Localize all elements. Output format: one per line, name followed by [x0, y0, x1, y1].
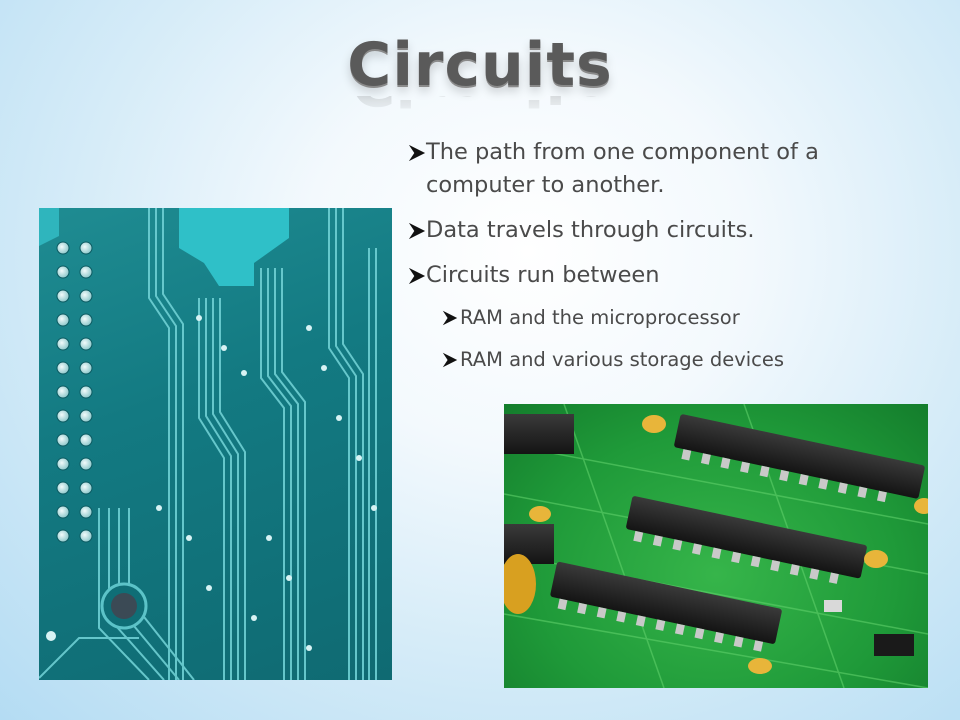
arrow-bullet-icon	[408, 144, 426, 162]
arrow-bullet-icon	[408, 267, 426, 285]
green-circuit-board-photo	[504, 404, 928, 688]
bullet-text: The path from one component of a compute…	[426, 139, 819, 198]
sub-bullet-text: RAM and the microprocessor	[460, 306, 740, 329]
bullet-text: Circuits run between	[426, 262, 660, 288]
arrow-bullet-icon	[408, 222, 426, 240]
sub-bullet-item: RAM and the microprocessor	[442, 304, 928, 332]
sub-bullet-item: RAM and various storage devices	[442, 346, 928, 374]
green-circuit-board-illustration	[504, 404, 928, 688]
slide-title-reflection: Circuits	[340, 96, 620, 118]
bullet-item: The path from one component of a compute…	[408, 136, 928, 202]
bullet-list: The path from one component of a compute…	[408, 136, 928, 388]
bullet-item: Circuits run between	[408, 259, 928, 292]
sub-bullet-text: RAM and various storage devices	[460, 348, 785, 371]
bullet-item: Data travels through circuits.	[408, 214, 928, 247]
teal-circuit-board-illustration	[39, 208, 377, 680]
teal-circuit-board-photo	[39, 208, 392, 680]
bullet-text: Data travels through circuits.	[426, 217, 755, 243]
arrow-bullet-icon	[442, 310, 458, 326]
arrow-bullet-icon	[442, 352, 458, 368]
slide-title: Circuits	[347, 30, 613, 100]
